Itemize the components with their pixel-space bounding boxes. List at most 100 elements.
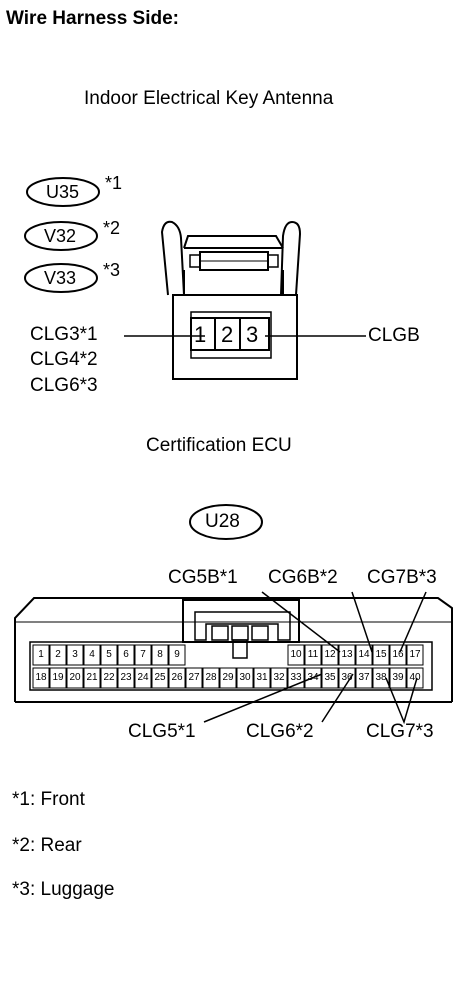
terminal-39-cell: [389, 667, 407, 689]
terminal-28-cell: [202, 667, 220, 689]
terminal-34: 34: [307, 672, 319, 683]
terminal-4: 4: [89, 649, 95, 660]
antenna-title: Indoor Electrical Key Antenna: [84, 88, 334, 109]
terminal-19: 19: [52, 672, 64, 683]
label-clg6-ecu: CLG6*2: [246, 721, 314, 742]
terminal-36-cell: [338, 667, 356, 689]
terminal-16-cell: [389, 644, 407, 666]
label-clg3: CLG3*1: [30, 324, 98, 345]
terminal-2: 2: [55, 649, 61, 660]
leader-line-cg5b: [261, 591, 341, 653]
label-clgb: CLGB: [368, 325, 420, 346]
terminal-9-cell: [168, 644, 186, 666]
terminal-32: 32: [273, 672, 285, 683]
note-rear: *2: Rear: [12, 835, 82, 856]
terminal-22-cell: [100, 667, 118, 689]
terminal-37-cell: [355, 667, 373, 689]
terminal-29: 29: [222, 672, 234, 683]
terminal-14-cell: [355, 644, 373, 666]
terminal-38-cell: [372, 667, 390, 689]
leader-line-clg7: [385, 677, 418, 725]
leader-line-clg5: [203, 673, 323, 723]
antenna-pin-3: 3: [246, 322, 259, 347]
connector-code-v33: V33: [44, 268, 77, 288]
terminal-40: 40: [409, 672, 421, 683]
label-cg7b: CG7B*3: [367, 567, 437, 588]
terminal-8: 8: [157, 649, 163, 660]
terminal-20: 20: [69, 672, 81, 683]
terminal-24-cell: [134, 667, 152, 689]
terminal-37: 37: [358, 672, 370, 683]
terminal-10: 10: [290, 649, 302, 660]
ecu-connector: [14, 597, 453, 703]
terminal-12: 12: [324, 649, 336, 660]
terminal-33: 33: [290, 672, 302, 683]
leader-line-cg6b: [351, 591, 373, 653]
terminal-36: 36: [341, 672, 353, 683]
connector-code-oval-u35: [26, 177, 100, 207]
note-front: *1: Front: [12, 789, 85, 810]
terminal-5: 5: [106, 649, 112, 660]
terminal-23-cell: [117, 667, 135, 689]
terminal-35: 35: [324, 672, 336, 683]
terminal-30-cell: [236, 667, 254, 689]
terminal-16: 16: [392, 649, 404, 660]
terminal-15: 15: [375, 649, 387, 660]
terminal-38: 38: [375, 672, 387, 683]
terminal-34-cell: [304, 667, 322, 689]
terminal-26: 26: [171, 672, 183, 683]
label-clg6: CLG6*3: [30, 375, 98, 396]
antenna-pin-1: 1: [194, 322, 207, 347]
leader-line-cg7b: [399, 591, 427, 653]
terminal-17: 17: [409, 649, 421, 660]
terminal-15-cell: [372, 644, 390, 666]
label-clg5: CLG5*1: [128, 721, 196, 742]
leader-line-clg6: [321, 673, 354, 723]
connector-code-v32: V32: [44, 226, 77, 246]
terminal-18: 18: [35, 672, 47, 683]
antenna-connector: [160, 220, 302, 380]
connector-code-oval-v33: [24, 263, 98, 293]
terminal-25: 25: [154, 672, 166, 683]
terminal-27-cell: [185, 667, 203, 689]
label-cg6b: CG6B*2: [268, 567, 338, 588]
terminal-3-cell: [66, 644, 84, 666]
terminal-32-cell: [270, 667, 288, 689]
terminal-9: 9: [174, 649, 180, 660]
connector-code-note-1: *1: [105, 173, 123, 193]
terminal-1: 1: [38, 649, 44, 660]
page-title: Wire Harness Side:: [6, 8, 180, 29]
terminal-29-cell: [219, 667, 237, 689]
label-cg5b: CG5B*1: [168, 567, 238, 588]
terminal-4-cell: [83, 644, 101, 666]
terminal-7: 7: [140, 649, 146, 660]
terminal-20-cell: [66, 667, 84, 689]
terminal-21: 21: [86, 672, 98, 683]
terminal-8-cell: [151, 644, 169, 666]
terminal-35-cell: [321, 667, 339, 689]
terminal-22: 22: [103, 672, 115, 683]
connector-code-u35: U35: [46, 182, 80, 202]
terminal-17-cell: [406, 644, 424, 666]
terminal-grid: [32, 644, 424, 689]
terminal-21-cell: [83, 667, 101, 689]
terminal-10-cell: [287, 644, 305, 666]
terminal-13: 13: [341, 649, 353, 660]
terminal-33-cell: [287, 667, 305, 689]
antenna-pin-2: 2: [221, 322, 234, 347]
connector-code-oval-u28: [189, 504, 263, 540]
terminal-39: 39: [392, 672, 404, 683]
terminal-24: 24: [137, 672, 149, 683]
terminal-28: 28: [205, 672, 217, 683]
terminal-2-cell: [49, 644, 67, 666]
terminal-26-cell: [168, 667, 186, 689]
terminal-7-cell: [134, 644, 152, 666]
label-clg4: CLG4*2: [30, 349, 98, 370]
terminal-6: 6: [123, 649, 129, 660]
ecu-leader-lines: [203, 591, 427, 725]
terminal-23: 23: [120, 672, 132, 683]
connector-code-note-2: *2: [103, 218, 121, 238]
note-luggage: *3: Luggage: [12, 879, 115, 900]
ecu-title: Certification ECU: [146, 435, 292, 456]
terminal-30: 30: [239, 672, 251, 683]
